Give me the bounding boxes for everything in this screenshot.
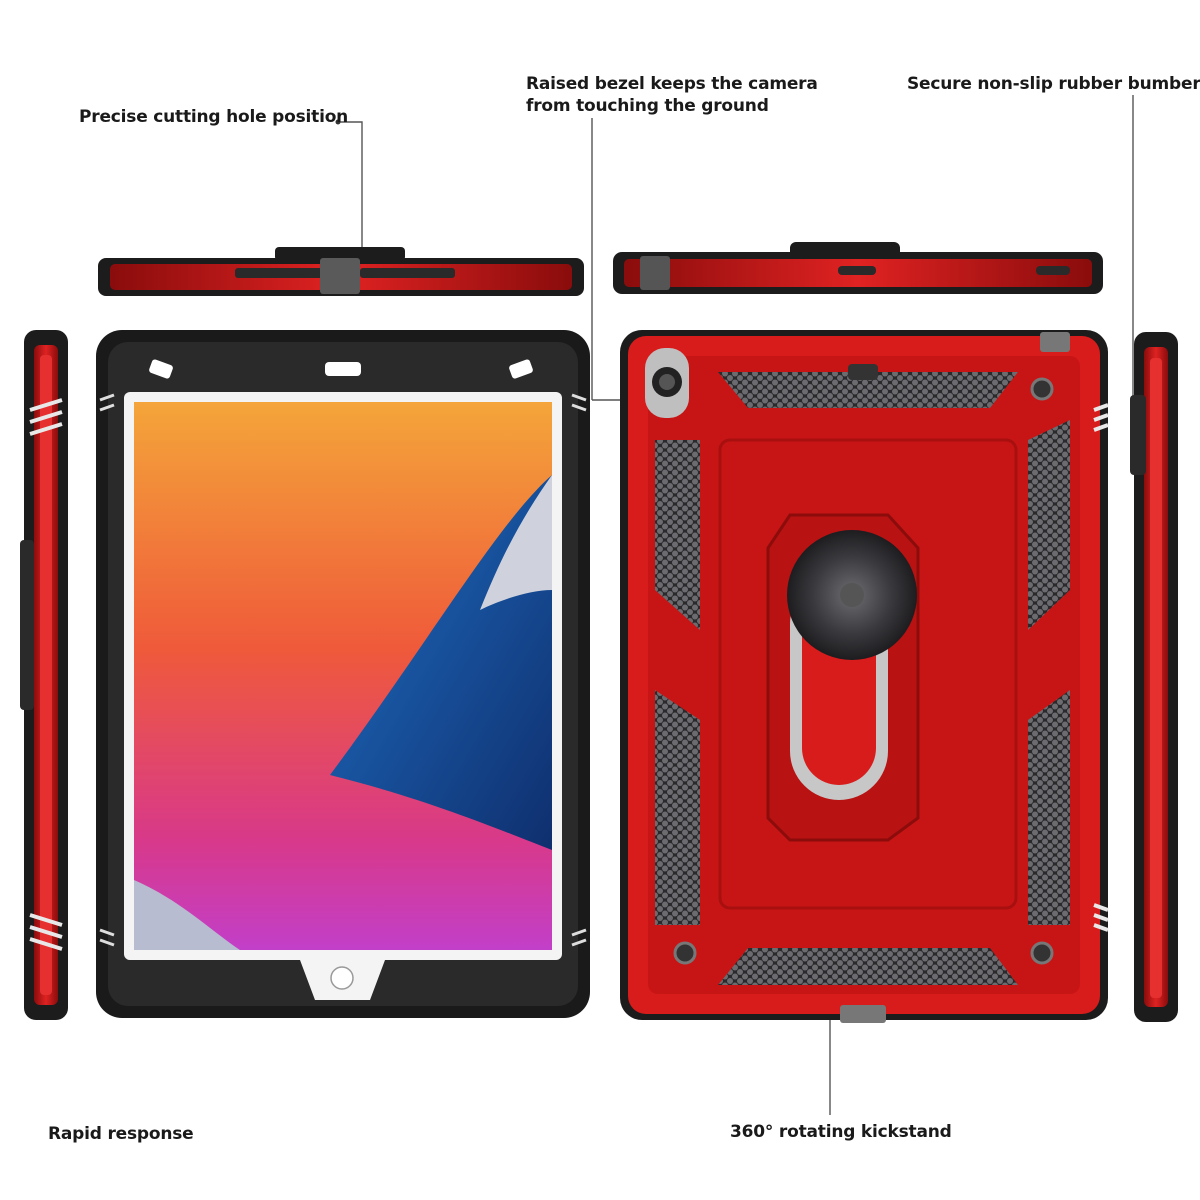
callout-raised-bezel-line1: Raised bezel keeps the camera [526, 74, 818, 94]
front-view [96, 330, 590, 1018]
back-view [620, 330, 1108, 1023]
callout-rubber-bumper: Secure non-slip rubber bumber [907, 74, 1200, 94]
callout-precise-cutting: Precise cutting hole position [79, 107, 349, 127]
callout-line-cutting [338, 121, 363, 262]
top-edge-view-left [98, 247, 584, 296]
side-view-left [20, 330, 68, 1020]
rubber-bumper-stripes [1093, 403, 1109, 932]
side-view-right [1130, 332, 1178, 1022]
callout-raised-bezel-line2: from touching the ground [526, 96, 769, 116]
callout-kickstand: 360° rotating kickstand [730, 1122, 952, 1142]
top-edge-view-right [613, 242, 1103, 294]
callout-rapid-response: Rapid response [48, 1124, 194, 1144]
callout-dot [335, 119, 341, 125]
